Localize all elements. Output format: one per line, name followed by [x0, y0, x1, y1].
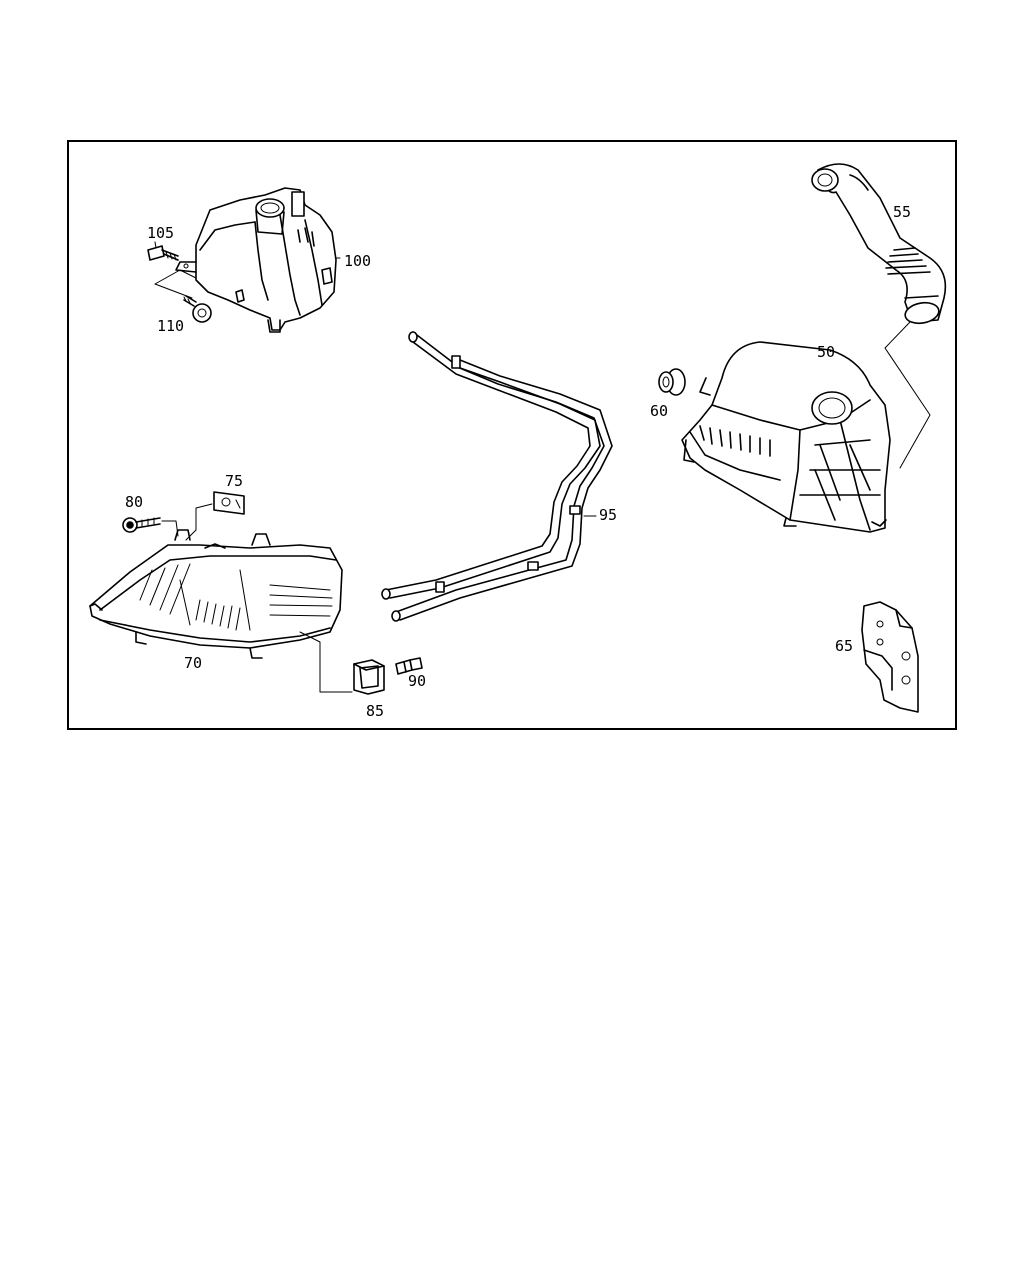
- part-105-screw[interactable]: [147, 241, 179, 261]
- label-55: 55: [893, 203, 911, 221]
- diagram-frame: [67, 140, 957, 730]
- leader-80: [161, 520, 179, 537]
- leader-55: [884, 321, 931, 469]
- part-110-bolt[interactable]: [183, 295, 212, 323]
- leader-85: [299, 631, 353, 693]
- part-80-screw[interactable]: [122, 517, 161, 533]
- label-75: 75: [225, 472, 243, 490]
- label-85: 85: [366, 702, 384, 720]
- part-50-air-filter-housing[interactable]: [681, 341, 891, 533]
- part-100-reservoir[interactable]: [175, 187, 337, 333]
- label-70: 70: [184, 654, 202, 672]
- part-60-grommet[interactable]: [658, 368, 686, 396]
- part-85-socket[interactable]: [353, 659, 385, 695]
- part-labels: 105 100 110 55 50 60 75 80 95 65 70 90 8…: [125, 203, 911, 720]
- label-80: 80: [125, 493, 143, 511]
- label-90: 90: [408, 672, 426, 690]
- leader-lines-reservoir: [154, 257, 341, 299]
- label-100: 100: [344, 252, 371, 270]
- part-70-headlamp[interactable]: [89, 529, 343, 659]
- leader-75: [185, 503, 213, 541]
- part-65-bracket[interactable]: [861, 601, 919, 713]
- part-75-gasket[interactable]: [213, 491, 245, 515]
- label-95: 95: [599, 506, 617, 524]
- label-110: 110: [157, 317, 184, 335]
- label-105: 105: [147, 224, 174, 242]
- label-65: 65: [835, 637, 853, 655]
- label-50: 50: [817, 343, 835, 361]
- part-90-bulb[interactable]: [395, 657, 423, 675]
- label-60: 60: [650, 402, 668, 420]
- part-95-pipes[interactable]: [381, 331, 613, 622]
- part-55-hose[interactable]: [811, 163, 947, 326]
